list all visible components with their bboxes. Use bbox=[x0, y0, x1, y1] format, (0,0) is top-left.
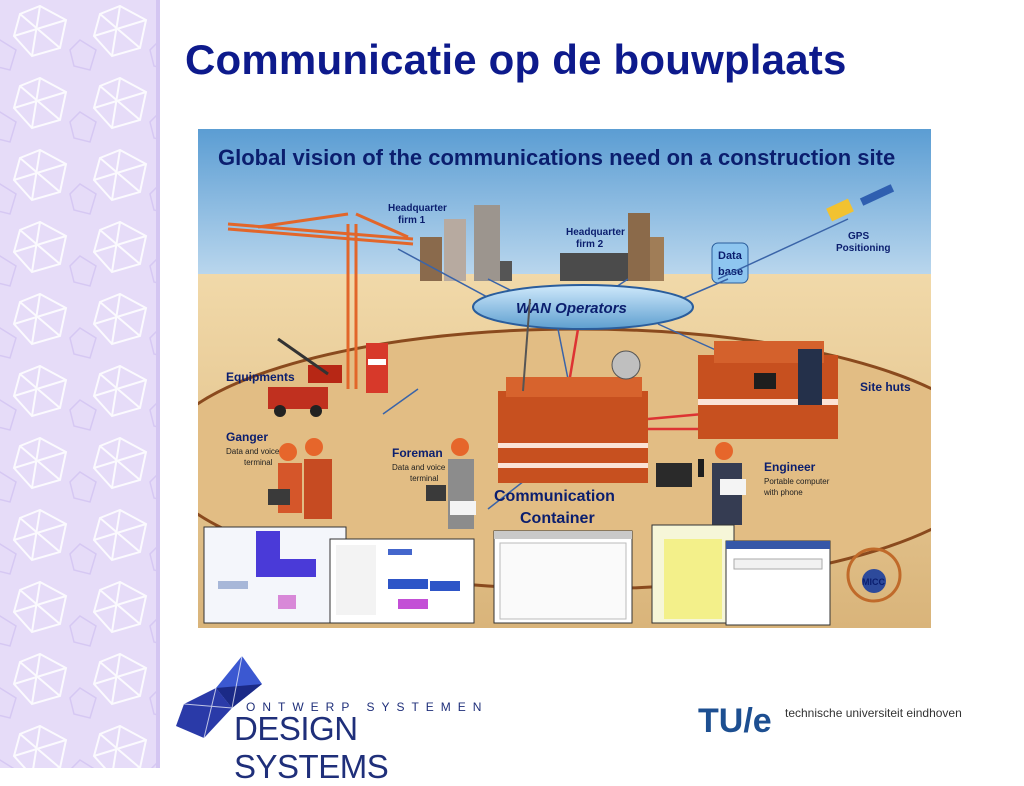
screenshot-thumbnail-spreadsheet bbox=[493, 530, 633, 624]
decorative-sidebar bbox=[0, 0, 160, 768]
tue-university-name: technische universiteit eindhoven bbox=[785, 706, 962, 720]
engineer-label: Engineer bbox=[764, 460, 816, 474]
foreman-figure bbox=[426, 438, 476, 529]
wan-label: WAN Operators bbox=[516, 300, 627, 317]
hq2-label-line2: firm 2 bbox=[576, 239, 604, 250]
engineer-figure bbox=[656, 442, 746, 525]
ganger-workers bbox=[268, 438, 332, 519]
design-systems-tagline: ONTWERP SYSTEMEN bbox=[246, 700, 489, 714]
foreman-sub1: Data and voice bbox=[392, 463, 446, 472]
database-label-line1: Data bbox=[718, 250, 743, 262]
micc-logo bbox=[846, 547, 902, 603]
ganger-label: Ganger bbox=[226, 430, 268, 444]
illustration-canvas: Global vision of the communications need… bbox=[198, 129, 931, 628]
hq2-label-line1: Headquarter bbox=[566, 227, 625, 238]
database-label-line2: base bbox=[718, 266, 743, 278]
tower-crane bbox=[227, 212, 414, 389]
screenshot-thumbnail-drawing bbox=[203, 526, 347, 624]
database-icon bbox=[711, 242, 749, 284]
headquarter-firm-2-building bbox=[560, 213, 664, 281]
design-systems-cube-icon bbox=[176, 656, 262, 739]
design-systems-wordmark: DESIGN SYSTEMS bbox=[234, 710, 389, 785]
tue-logo: TU/e technische universiteit eindhoven bbox=[698, 702, 968, 746]
geometric-pattern bbox=[0, 0, 156, 768]
engineer-sub1: Portable computer bbox=[764, 477, 830, 486]
foreman-label: Foreman bbox=[392, 446, 443, 460]
tue-wordmark: TU/e bbox=[698, 702, 772, 740]
hq1-label-line1: Headquarter bbox=[388, 203, 447, 214]
container-label-line2: Container bbox=[520, 510, 595, 527]
gps-label-line2: Positioning bbox=[836, 243, 890, 254]
engineer-sub2: with phone bbox=[763, 488, 803, 497]
site-huts-label: Site huts bbox=[860, 380, 911, 394]
ganger-sub2: terminal bbox=[244, 458, 273, 467]
gps-satellite-icon bbox=[826, 184, 895, 222]
illustration-heading: Global vision of the communications need… bbox=[218, 145, 895, 170]
micc-label: MICC bbox=[862, 577, 885, 587]
slide-title: Communicatie op de bouwplaats bbox=[185, 36, 847, 83]
screenshot-thumbnail-schedule bbox=[329, 538, 475, 624]
design-systems-logo: ONTWERP SYSTEMEN DESIGN SYSTEMS bbox=[176, 656, 496, 785]
headquarter-firm-1-building bbox=[420, 205, 512, 281]
gps-label-line1: GPS bbox=[848, 231, 869, 242]
container-label-line1: Communication bbox=[494, 488, 615, 505]
communication-container bbox=[498, 298, 648, 483]
construction-communication-illustration: Global vision of the communications need… bbox=[198, 129, 931, 628]
site-huts bbox=[698, 341, 838, 439]
screenshot-thumbnail-table bbox=[651, 524, 831, 626]
foreman-sub2: terminal bbox=[410, 474, 439, 483]
equipments-label: Equipments bbox=[226, 370, 295, 384]
ganger-sub1: Data and voice bbox=[226, 447, 280, 456]
equipments-machinery bbox=[268, 337, 388, 417]
hq1-label-line2: firm 1 bbox=[398, 215, 426, 226]
